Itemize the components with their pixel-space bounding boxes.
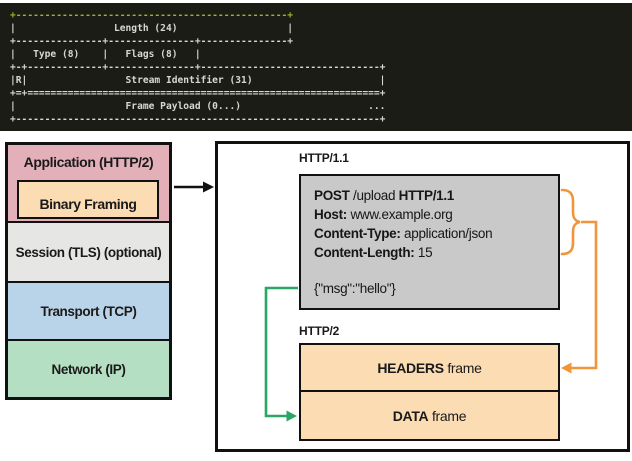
request-line: Content-Length: 15 (314, 243, 558, 262)
stack-layer-application: Application (HTTP/2) Binary Framing (8, 145, 169, 221)
request-line-bold: Content-Type: (314, 226, 401, 241)
stack-layer-network: Network (IP) (8, 339, 169, 397)
request-line: POST /upload HTTP/1.1 (314, 186, 558, 205)
request-line-text: www.example.org (347, 207, 453, 222)
frame-diagram-line: +=+=====================================… (10, 88, 386, 99)
headers-frame-box: HEADERS frame (299, 343, 560, 392)
terminal-frame-diagram: +---------------------------------------… (0, 3, 632, 131)
headers-frame-text: frame (443, 359, 482, 376)
frame-diagram-line: | Type (8) | Flags (8) | (10, 49, 201, 60)
network-layer-label: Network (IP) (51, 361, 126, 377)
headers-frame-bold: HEADERS (377, 359, 444, 376)
request-line-bold: Content-Length: (314, 245, 415, 260)
frame-diagram-line: | Frame Payload (0...) ... (10, 101, 386, 112)
stack-layer-transport: Transport (TCP) (8, 281, 169, 339)
headers-frame-label: HEADERS frame (377, 359, 482, 376)
frame-diagram-line: +---------------+---------------+-------… (10, 36, 294, 47)
stack-to-panel-arrow-icon (174, 181, 214, 193)
request-line-text: 15 (414, 245, 433, 260)
http2-label: HTTP/2 (299, 324, 340, 338)
frame-diagram-line: |R| Stream Identifier (31) | (10, 75, 386, 86)
request-line-text: application/json (400, 226, 493, 241)
binary-framing-label: Binary Framing (39, 196, 137, 212)
request-line-bold: Host: (314, 207, 347, 222)
data-frame-label: DATA frame (393, 408, 467, 424)
request-line-text: /upload (349, 188, 399, 203)
binary-framing-box: Binary Framing (17, 180, 159, 219)
http11-request-box: POST /upload HTTP/1.1 Host: www.example.… (299, 174, 560, 310)
session-layer-label: Session (TLS) (optional) (15, 244, 162, 260)
http11-label: HTTP/1.1 (299, 151, 349, 165)
data-frame-text: frame (428, 407, 467, 424)
frame-diagram-line: +---------------------------------------… (10, 114, 386, 125)
frame-diagram-line: | Length (24) | (10, 23, 294, 34)
data-frame-box: DATA frame (299, 390, 560, 441)
request-line: Content-Type: application/json (314, 224, 558, 243)
frame-diagram-line: +---------------------------------------… (10, 10, 294, 21)
application-layer-label: Application (HTTP/2) (23, 154, 154, 170)
stack-layer-session: Session (TLS) (optional) (8, 221, 169, 281)
request-line: Host: www.example.org (314, 205, 558, 224)
request-body: {"msg":"hello"} (314, 281, 396, 296)
request-line-bold: POST (314, 188, 350, 203)
frame-diagram-line: +-+-------------+---------------+-------… (10, 62, 386, 73)
conversion-panel: HTTP/1.1 POST /upload HTTP/1.1 Host: www… (215, 141, 630, 452)
protocol-stack: Application (HTTP/2) Binary Framing Sess… (5, 142, 172, 400)
data-frame-bold: DATA (392, 407, 429, 424)
request-line-bold: HTTP/1.1 (398, 188, 455, 203)
transport-layer-label: Transport (TCP) (40, 303, 137, 319)
